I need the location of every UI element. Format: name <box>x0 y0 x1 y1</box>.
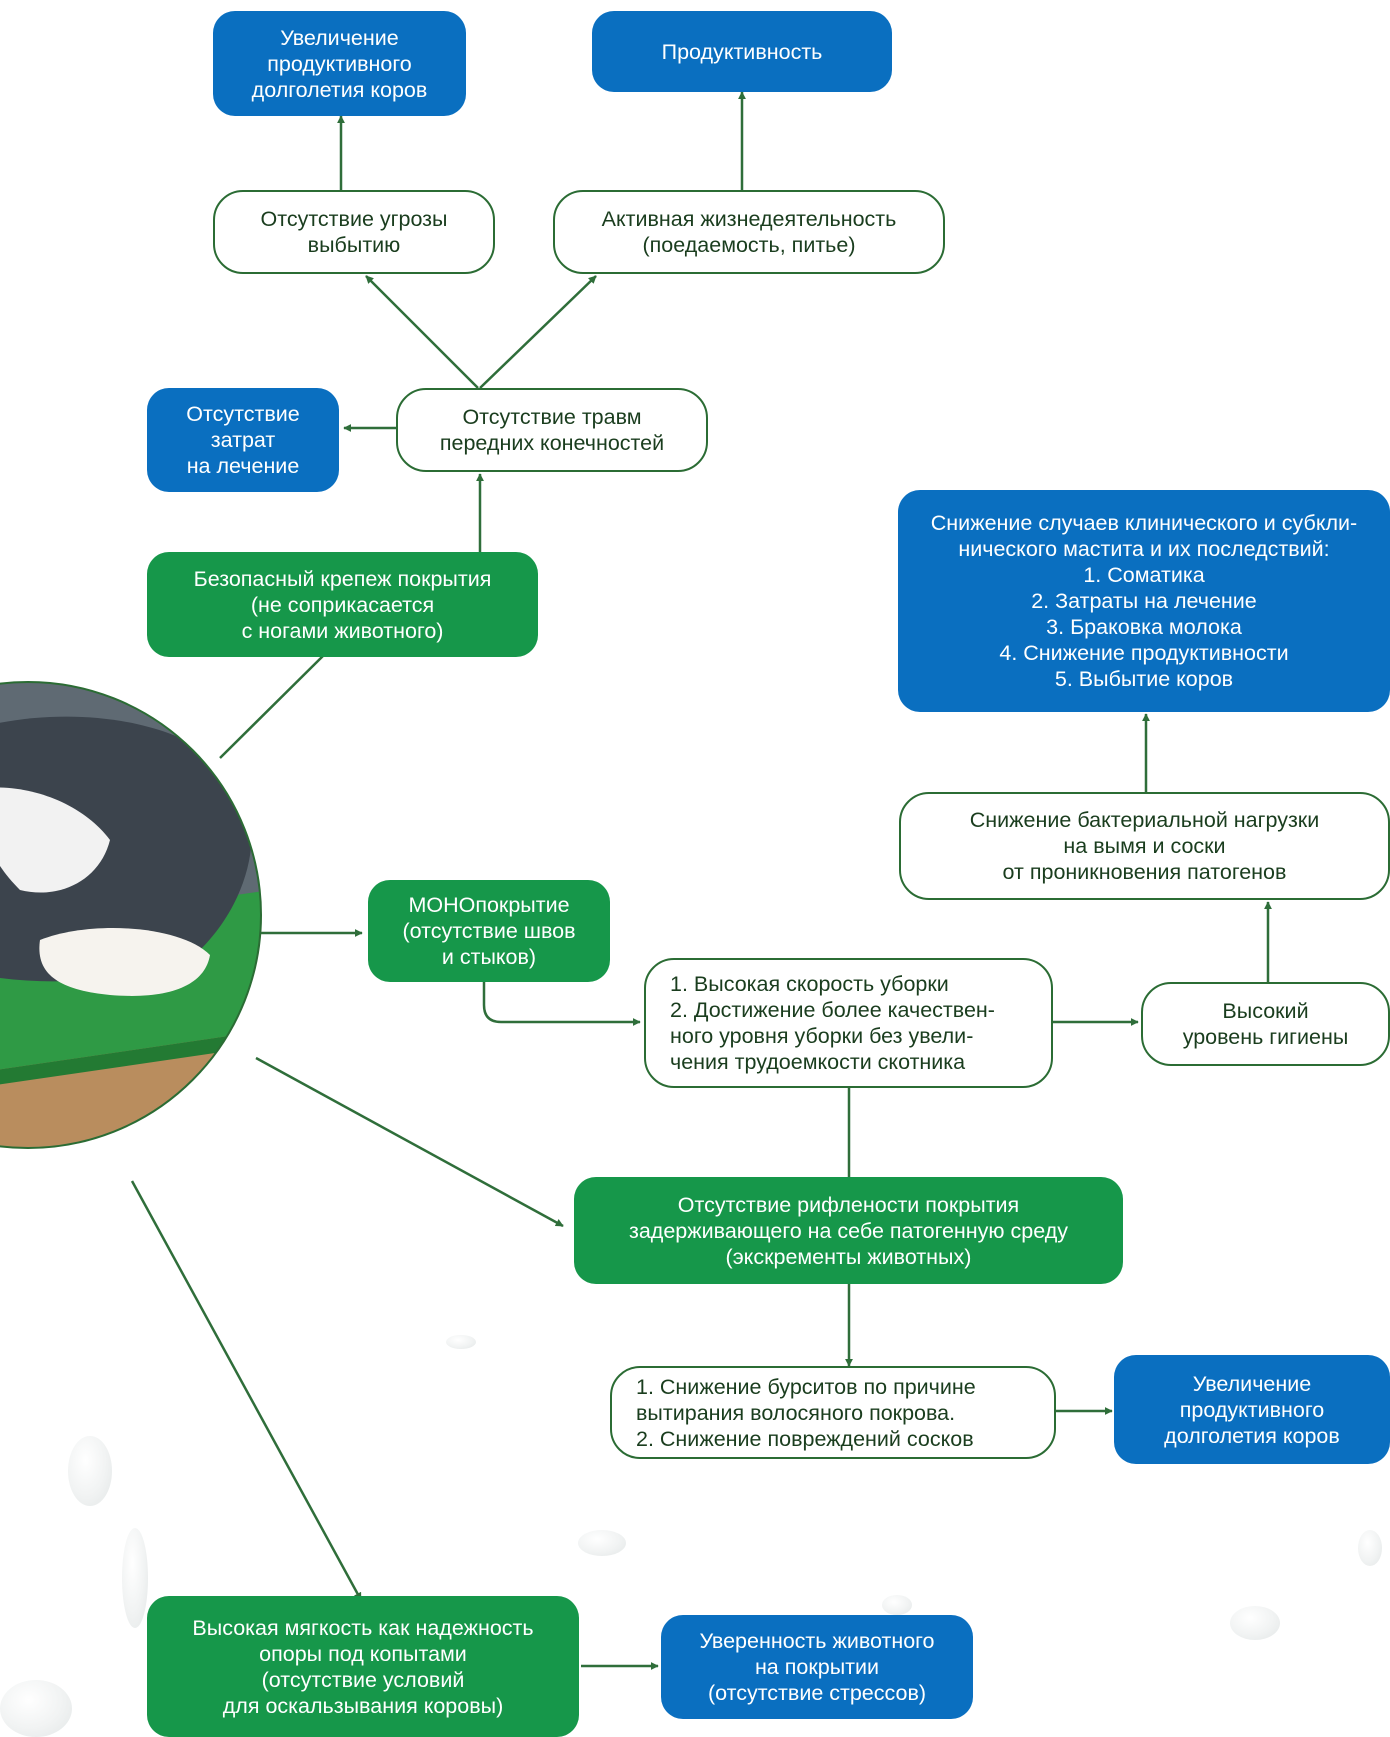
node-longevity-bottom: Увеличение продуктивного долголетия коро… <box>1114 1355 1390 1464</box>
node-mastitis-reduction: Снижение случаев клинического и субкли- … <box>898 490 1390 712</box>
milk-drop-6 <box>882 1595 912 1615</box>
node-no-treatment-costs: Отсутствие затрат на лечение <box>147 388 339 492</box>
connectors <box>130 91 1272 1670</box>
node-bacterial-load: Снижение бактериальной нагрузки на вымя … <box>899 792 1390 900</box>
milk-drop-3 <box>122 1528 148 1628</box>
node-active-life: Активная жизнедеятельность (поедаемость,… <box>553 190 945 274</box>
photo-frame <box>0 681 262 1149</box>
milk-drop-4 <box>0 1680 72 1737</box>
arrow-photo-to-softness <box>130 1180 363 1601</box>
arrow-injuries-to-active-life <box>479 275 597 389</box>
arrow-mono-to-cleaning <box>482 962 641 1026</box>
node-hygiene: Высокий уровень гигиены <box>1141 982 1390 1066</box>
milk-drop-7 <box>1230 1606 1280 1640</box>
node-mono-cover: МОНОпокрытие (отсутствие швов и стыков) <box>368 880 610 982</box>
arrow-injuries-to-no-culling <box>365 275 479 389</box>
node-no-culling-threat: Отсутствие угрозы выбытию <box>213 190 495 274</box>
node-confidence: Уверенность животного на покрытии (отсут… <box>661 1615 973 1719</box>
node-cleaning: 1. Высокая скорость уборки 2. Достижение… <box>644 958 1053 1088</box>
node-bursitis: 1. Снижение бурситов по причине вытирани… <box>610 1366 1056 1459</box>
node-safe-fastening: Безопасный крепеж покрытия (не соприкаса… <box>147 552 538 657</box>
node-softness: Высокая мягкость как надежность опоры по… <box>147 1596 579 1737</box>
milk-drop-1 <box>446 1335 476 1349</box>
node-longevity-top: Увеличение продуктивного долголетия коро… <box>213 11 466 116</box>
arrow-photo-to-fastening <box>219 648 331 759</box>
node-no-corrugation: Отсутствие рифлености покрытия задержива… <box>574 1177 1123 1284</box>
node-no-forelimb-injuries: Отсутствие травм передних конечностей <box>396 388 708 472</box>
node-productivity: Продуктивность <box>592 11 892 92</box>
arrow-photo-to-corrugation <box>255 1056 564 1228</box>
milk-drop-2 <box>68 1436 112 1506</box>
milk-drop-5 <box>578 1530 626 1556</box>
milk-drop-8 <box>1358 1530 1382 1566</box>
cow-photo <box>0 682 261 1148</box>
